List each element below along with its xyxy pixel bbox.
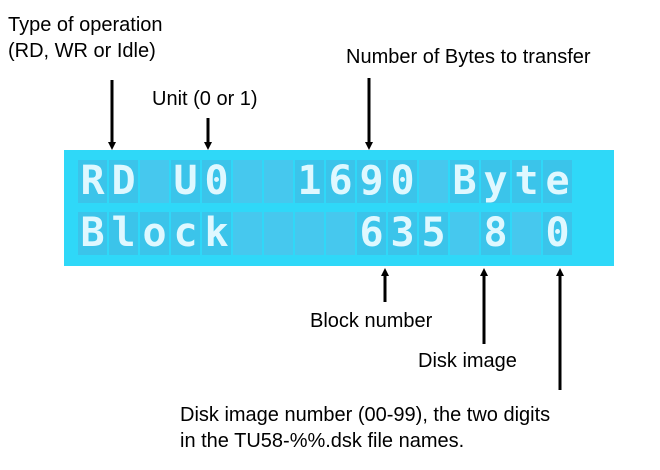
lcd-char-cell — [295, 212, 324, 255]
lcd-char-cell: B — [78, 212, 107, 255]
disk-image-label: Disk image — [418, 350, 517, 372]
lcd-char-cell: 0 — [543, 212, 572, 255]
lcd-char-cell: 3 — [388, 212, 417, 255]
lcd-char-cell: k — [202, 212, 231, 255]
lcd-char-cell: 6 — [326, 160, 355, 203]
lcd-char-cell: U — [171, 160, 200, 203]
lcd-char-cell: 1 — [295, 160, 324, 203]
lcd-char-cell — [419, 160, 448, 203]
lcd-char-cell: R — [78, 160, 107, 203]
lcd-char-cell — [233, 160, 262, 203]
lcd-char-cell: 5 — [419, 212, 448, 255]
lcd-char-cell — [326, 212, 355, 255]
lcd-char-cell: 6 — [357, 212, 386, 255]
lcd-char-cell — [264, 212, 293, 255]
lcd-char-cell: t — [512, 160, 541, 203]
disk-image-number-line2: in the TU58-%%.dsk file names. — [180, 430, 465, 452]
bytes-label: Number of Bytes to transfer — [346, 46, 591, 68]
lcd-char-cell: e — [543, 160, 572, 203]
lcd-char-cell: D — [109, 160, 138, 203]
lcd-char-cell: l — [109, 212, 138, 255]
operation-type-line2: (RD, WR or Idle) — [8, 40, 156, 62]
lcd-char-cell: 8 — [481, 212, 510, 255]
lcd-char-cell — [264, 160, 293, 203]
lcd-char-cell: 0 — [202, 160, 231, 203]
unit-label: Unit (0 or 1) — [152, 88, 258, 110]
lcd-char-cell: B — [450, 160, 479, 203]
lcd-char-cell: y — [481, 160, 510, 203]
lcd-char-cell: 0 — [388, 160, 417, 203]
operation-type-label: Type of operation (RD, WR or Idle) — [8, 12, 163, 64]
lcd-char-cell — [450, 212, 479, 255]
operation-type-line1: Type of operation — [8, 14, 163, 36]
lcd-char-cell — [140, 160, 169, 203]
lcd-char-cell — [233, 212, 262, 255]
lcd-char-cell: c — [171, 212, 200, 255]
block-number-label: Block number — [310, 310, 433, 332]
disk-image-number-label: Disk image number (00-99), the two digit… — [180, 402, 550, 454]
lcd-char-cell: o — [140, 212, 169, 255]
disk-image-number-line1: Disk image number (00-99), the two digit… — [180, 404, 551, 426]
lcd-char-cell: 9 — [357, 160, 386, 203]
lcd-char-cell — [512, 212, 541, 255]
